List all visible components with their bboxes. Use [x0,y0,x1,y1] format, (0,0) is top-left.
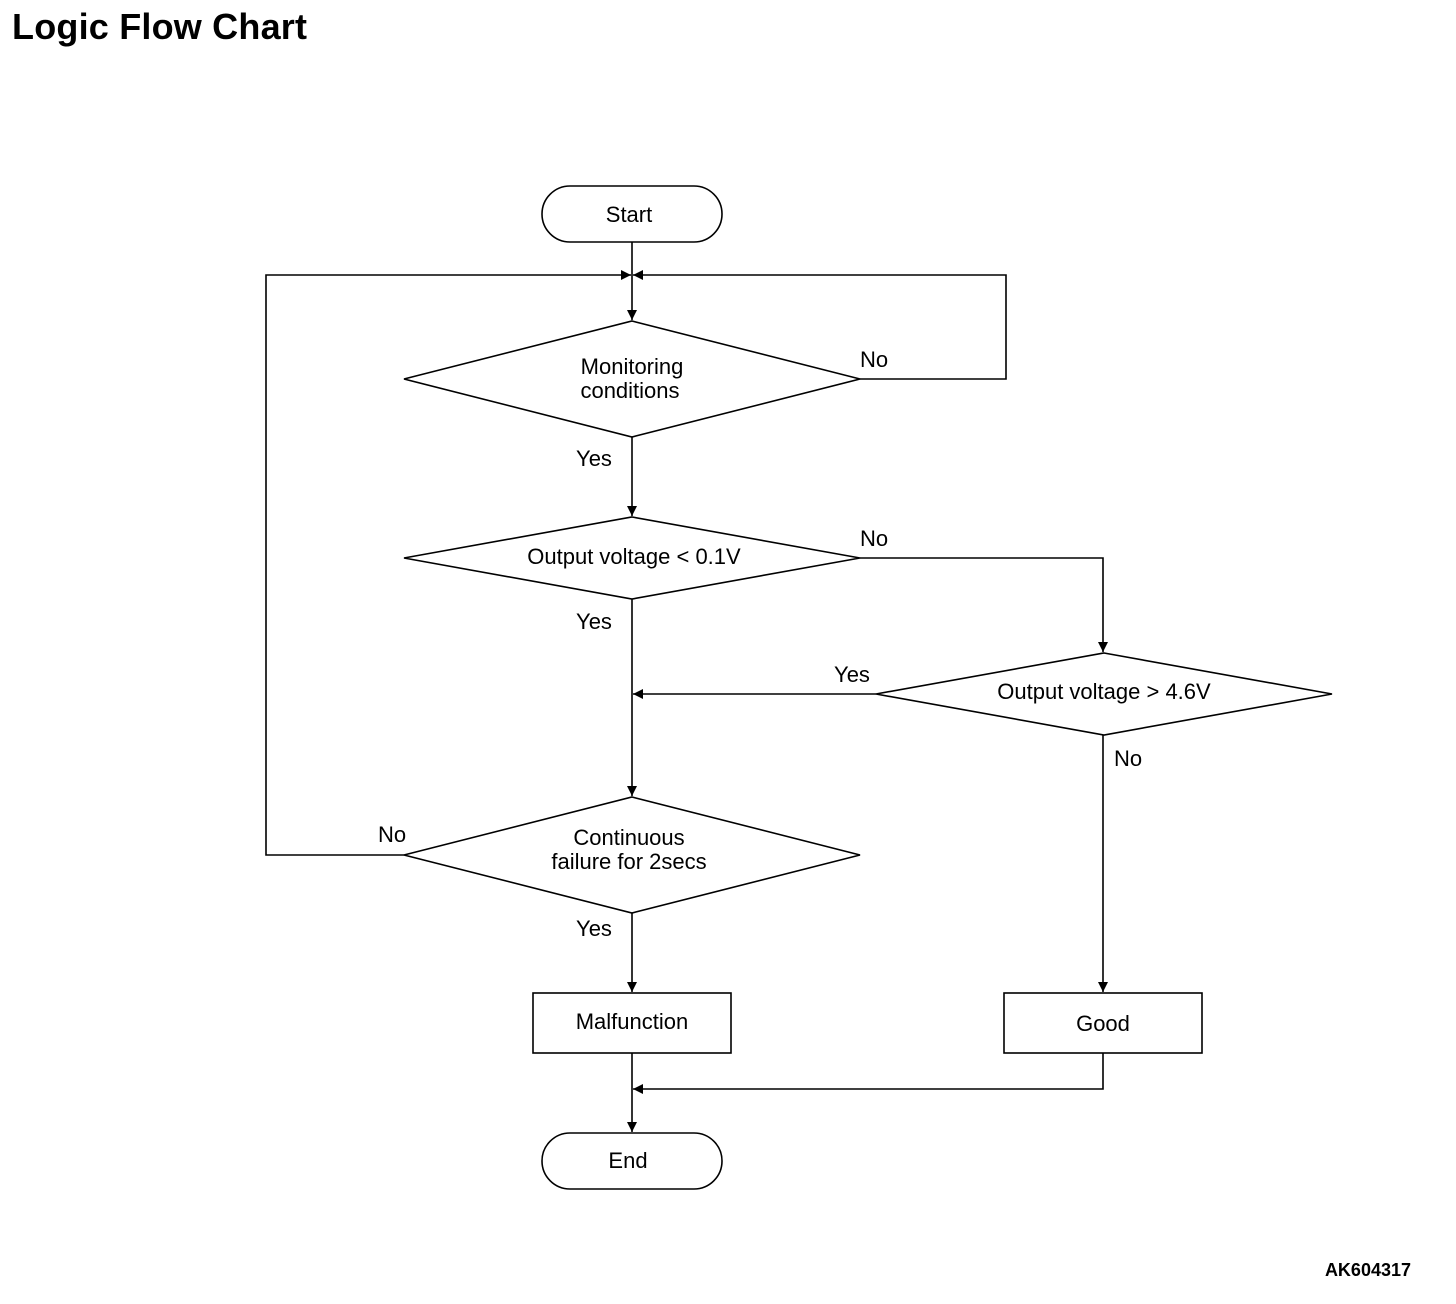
continuous-label-line2: failure for 2secs [551,849,706,874]
continuous-no-loop-arrow [265,270,631,856]
low-voltage-no-arrow [860,557,1108,652]
monitoring-no-loop-arrow [633,270,1007,380]
good-box: Good [1003,992,1203,1054]
high-voltage-decision: Output voltage > 4.6V [875,652,1333,736]
continuous-no-label: No [378,822,406,847]
high-voltage-yes-label: Yes [834,662,870,687]
high-voltage-label: Output voltage > 4.6V [997,679,1211,704]
low-voltage-label: Output voltage < 0.1V [527,544,741,569]
figure-id: AK604317 [1324,1260,1411,1280]
start-node: Start [541,185,723,243]
continuous-label-line1: Continuous [573,825,684,850]
low-voltage-yes-label: Yes [576,609,612,634]
malfunction-label: Malfunction [576,1009,689,1034]
end-node: End [541,1132,723,1190]
good-to-end-arrow [633,1053,1104,1094]
low-voltage-no-label: No [860,526,888,551]
monitoring-label-line1: Monitoring [581,354,684,379]
monitoring-conditions-decision: Monitoring conditions [403,320,861,438]
continuous-yes-label: Yes [576,916,612,941]
monitoring-no-label: No [860,347,888,372]
continuous-failure-decision: Continuous failure for 2secs [403,796,861,914]
monitoring-yes-label: Yes [576,446,612,471]
low-voltage-decision: Output voltage < 0.1V [403,516,861,600]
high-voltage-no-label: No [1114,746,1142,771]
monitoring-label-line2: conditions [580,378,679,403]
end-label: End [608,1148,647,1173]
good-label: Good [1076,1011,1130,1036]
chart-title: Logic Flow Chart [12,6,308,47]
start-label: Start [606,202,652,227]
malfunction-box: Malfunction [532,992,732,1054]
